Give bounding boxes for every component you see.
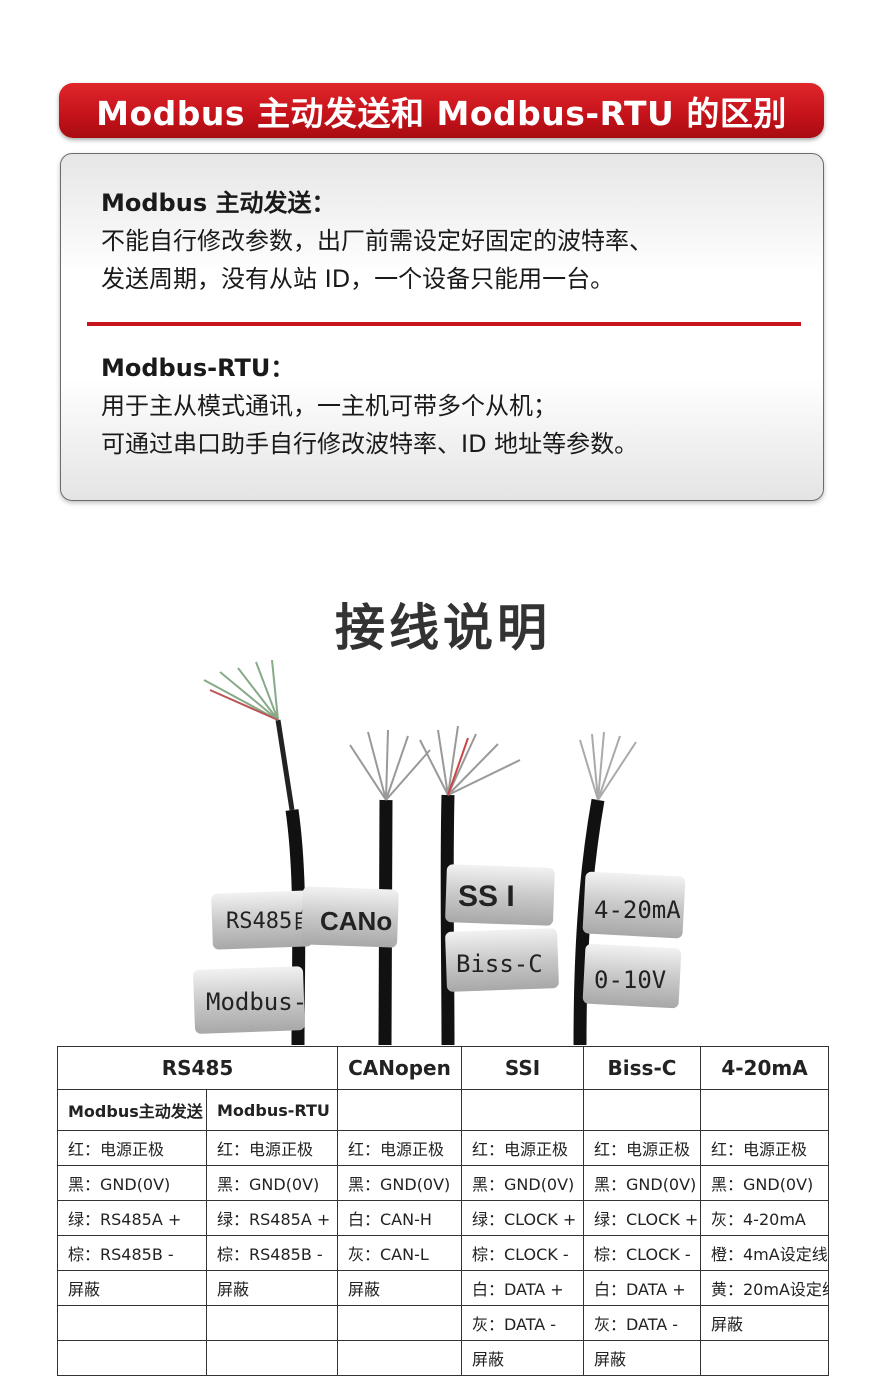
table-row: 黑：GND(0V)黑：GND(0V)黑：GND(0V)黑：GND(0V)黑：GN… [57, 1165, 829, 1201]
subheader-cell: Modbus-RTU [206, 1089, 338, 1131]
table-cell: 黑：GND(0V) [206, 1165, 338, 1201]
active-send-block: Modbus 主动发送： 不能自行修改参数，出厂前需设定好固定的波特率、 发送周… [101, 184, 793, 298]
table-cell: 屏蔽 [461, 1340, 584, 1376]
header-canopen: CANopen [337, 1046, 462, 1090]
table-header-row: RS485 CANopen SSI Biss-C 4-20mA [57, 1046, 829, 1090]
table-cell: 绿：RS485A + [206, 1200, 338, 1236]
table-cell: 黄：20mA设定线 [700, 1270, 829, 1306]
svg-text:CANo: CANo [320, 906, 392, 936]
active-send-line-2: 发送周期，没有从站 ID，一个设备只能用一台。 [101, 265, 615, 293]
wiring-body: 红：电源正极红：电源正极红：电源正极红：电源正极红：电源正极红：电源正极黑：GN… [57, 1130, 829, 1376]
svg-text:4-20mA: 4-20mA [594, 896, 681, 924]
header-rs485: RS485 [57, 1046, 338, 1090]
rtu-line-2: 可通过串口助手自行修改波特率、ID 地址等参数。 [101, 430, 639, 458]
table-cell: 红：电源正极 [57, 1130, 207, 1166]
table-cell [206, 1340, 338, 1376]
table-cell: 红：电源正极 [461, 1130, 584, 1166]
table-cell: 白：DATA + [461, 1270, 584, 1306]
table-cell: 灰：DATA - [583, 1305, 701, 1341]
table-cell [337, 1305, 462, 1341]
active-send-heading: Modbus 主动发送： [101, 189, 336, 217]
table-cell: 灰：4-20mA [700, 1200, 829, 1236]
svg-text:0-10V: 0-10V [594, 966, 666, 994]
table-cell: 屏蔽 [700, 1305, 829, 1341]
header-biss-c: Biss-C [583, 1046, 701, 1090]
tag-0-10v: 0-10V [582, 943, 682, 1009]
table-subheader-row: Modbus主动发送 Modbus-RTU [57, 1089, 829, 1131]
table-row: 屏蔽屏蔽 [57, 1340, 829, 1376]
section-title: 接线说明 [335, 599, 551, 657]
table-cell [206, 1305, 338, 1341]
table-cell [57, 1340, 207, 1376]
banner-title: Modbus 主动发送和 Modbus-RTU 的区别 [59, 83, 824, 138]
cable-canopen [349, 729, 431, 1045]
table-cell: 黑：GND(0V) [461, 1165, 584, 1201]
table-row: 灰：DATA -灰：DATA -屏蔽 [57, 1305, 829, 1341]
table-cell: 灰：CAN-L [337, 1235, 462, 1271]
table-cell: 绿：RS485A + [57, 1200, 207, 1236]
table-cell: 黑：GND(0V) [57, 1165, 207, 1201]
tag-canopen: CANo [301, 886, 399, 948]
svg-text:SS I: SS I [458, 880, 515, 913]
table-cell: 屏蔽 [337, 1270, 462, 1306]
header-4-20ma: 4-20mA [700, 1046, 829, 1090]
cables-photo: RS485自 CANo Modbus- SS I Biss-C 4-20mA 0… [193, 660, 686, 1045]
table-cell: 棕：CLOCK - [461, 1235, 584, 1271]
header-ssi: SSI [461, 1046, 584, 1090]
table-cell: 白：CAN-H [337, 1200, 462, 1236]
table-row: 红：电源正极红：电源正极红：电源正极红：电源正极红：电源正极红：电源正极 [57, 1130, 829, 1166]
table-cell: 屏蔽 [57, 1270, 207, 1306]
rtu-line-1: 用于主从模式通讯，一主机可带多个从机； [101, 392, 557, 420]
svg-text:RS485自: RS485自 [226, 909, 314, 934]
rtu-heading: Modbus-RTU： [101, 354, 295, 382]
table-row: 屏蔽屏蔽屏蔽白：DATA +白：DATA +黄：20mA设定线 [57, 1270, 829, 1306]
table-cell: 棕：CLOCK - [583, 1235, 701, 1271]
svg-text:Modbus-: Modbus- [206, 988, 307, 1016]
table-cell: 屏蔽 [206, 1270, 338, 1306]
table-cell: 灰：DATA - [461, 1305, 584, 1341]
tag-4-20ma: 4-20mA [582, 871, 686, 939]
subheader-cell [337, 1089, 462, 1131]
tag-biss-c: Biss-C [445, 928, 559, 992]
tag-rs485: RS485自 [211, 890, 314, 950]
table-cell: 红：电源正极 [206, 1130, 338, 1166]
table-cell: 棕：RS485B - [206, 1235, 338, 1271]
tag-ssi: SS I [445, 864, 555, 926]
table-cell: 黑：GND(0V) [583, 1165, 701, 1201]
table-cell: 绿：CLOCK + [583, 1200, 701, 1236]
table-cell: 橙：4mA设定线 [700, 1235, 829, 1271]
svg-text:Biss-C: Biss-C [456, 950, 543, 978]
subheader-cell [461, 1089, 584, 1131]
table-cell: 屏蔽 [583, 1340, 701, 1376]
active-send-line-1: 不能自行修改参数，出厂前需设定好固定的波特率、 [101, 227, 653, 255]
table-cell: 棕：RS485B - [57, 1235, 207, 1271]
table-cell: 红：电源正极 [337, 1130, 462, 1166]
subheader-cell [583, 1089, 701, 1131]
table-cell: 红：电源正极 [583, 1130, 701, 1166]
wiring-table: RS485 CANopen SSI Biss-C 4-20mA Modbus主动… [57, 1046, 829, 1376]
subheader-cell [700, 1089, 829, 1131]
table-cell: 绿：CLOCK + [461, 1200, 584, 1236]
rtu-block: Modbus-RTU： 用于主从模式通讯，一主机可带多个从机； 可通过串口助手自… [101, 349, 793, 463]
red-divider [87, 322, 801, 326]
comparison-card: Modbus 主动发送： 不能自行修改参数，出厂前需设定好固定的波特率、 发送周… [60, 153, 824, 501]
subheader-cell: Modbus主动发送 [57, 1089, 207, 1131]
table-cell: 白：DATA + [583, 1270, 701, 1306]
table-cell [337, 1340, 462, 1376]
table-cell: 黑：GND(0V) [700, 1165, 829, 1201]
table-cell: 红：电源正极 [700, 1130, 829, 1166]
table-cell [700, 1340, 829, 1376]
table-cell: 黑：GND(0V) [337, 1165, 462, 1201]
table-cell [57, 1305, 207, 1341]
tag-modbus: Modbus- [193, 966, 307, 1034]
